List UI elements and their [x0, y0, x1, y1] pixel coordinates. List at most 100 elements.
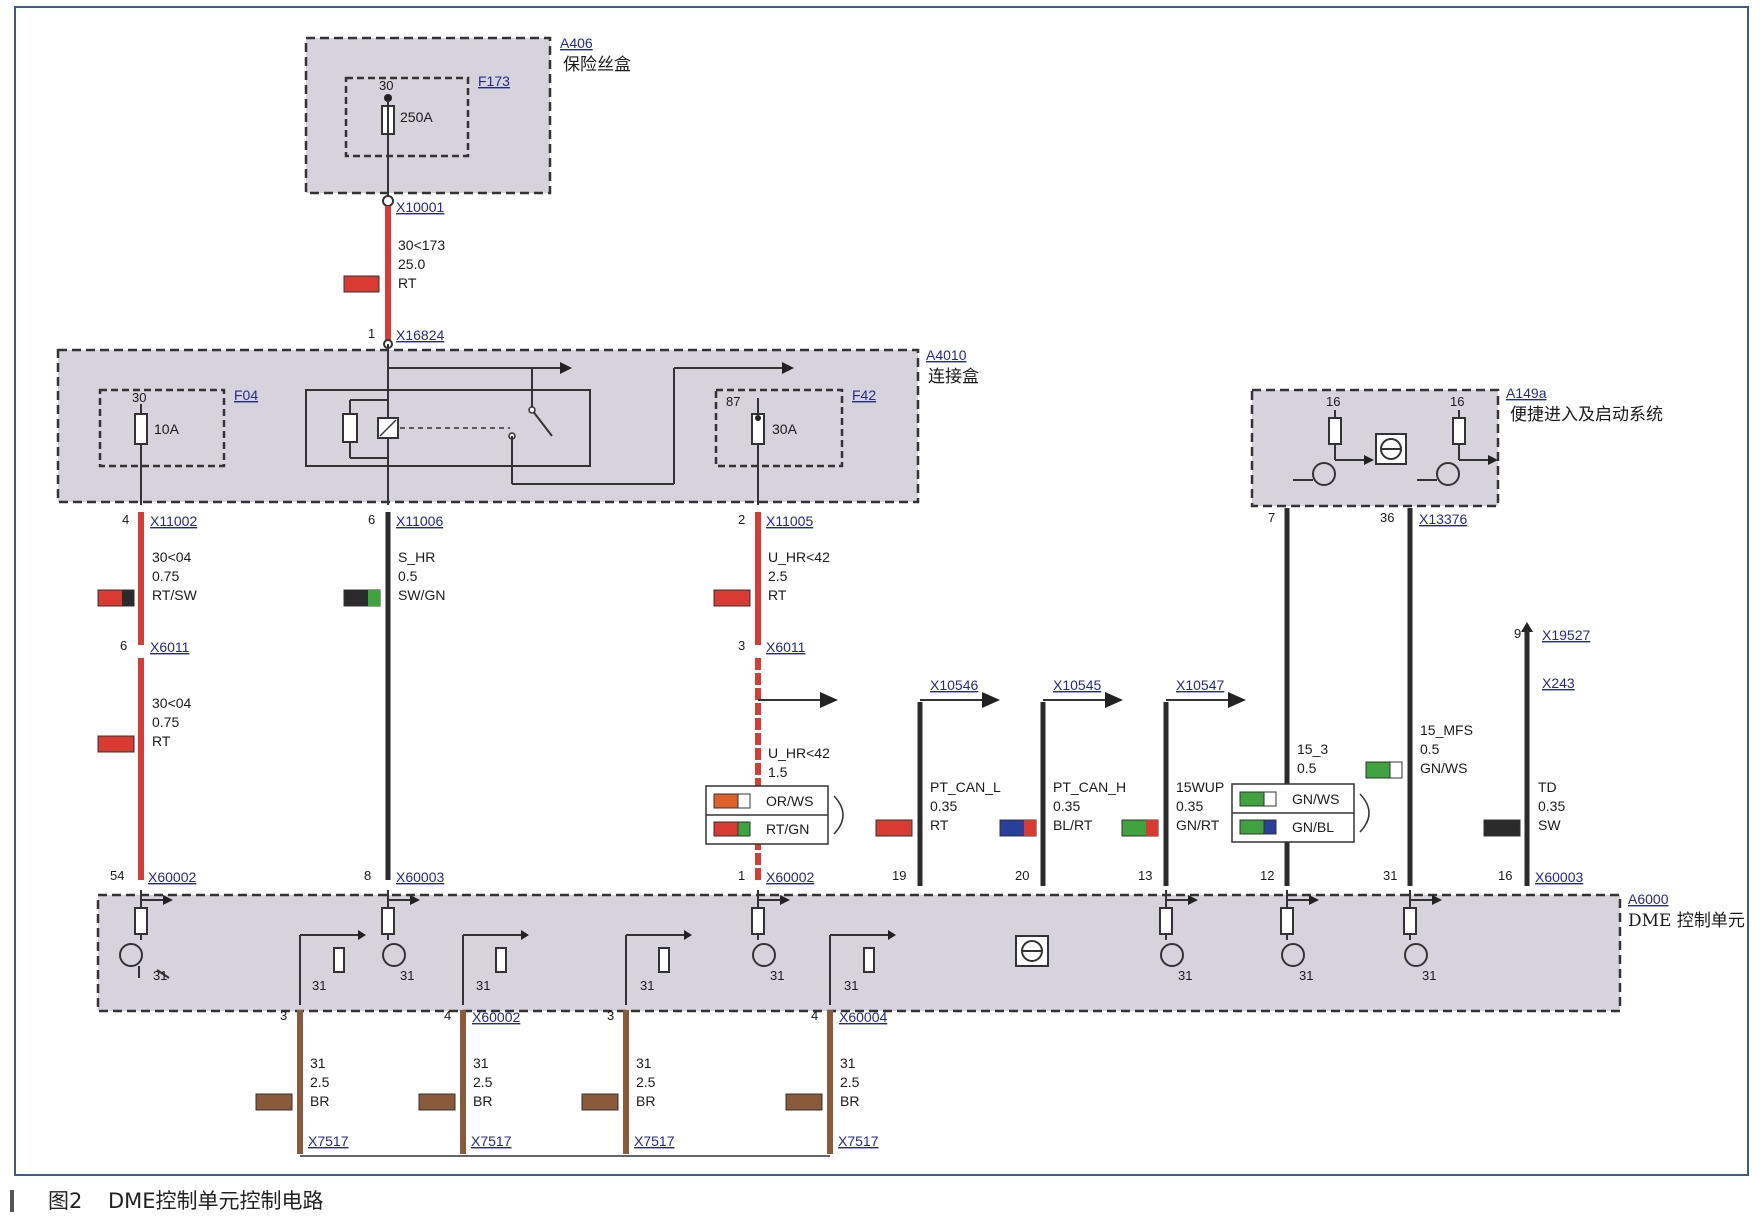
relay-box	[305, 389, 591, 467]
wire-3: 2 X11005 U_HR<42 2.5 RT 3 X6011 U_HR<42 …	[705, 512, 844, 885]
wire-3b-pin-top: 3	[738, 638, 745, 653]
wire-9-conn-mid: X243	[1542, 675, 1575, 691]
wire-2-size: 0.5	[398, 568, 418, 584]
wire-1b-conn-top: X6011	[150, 639, 190, 655]
wire-9-swatch	[1483, 819, 1521, 837]
wire-9-size: 0.35	[1538, 798, 1565, 814]
ground-label: 31	[1299, 968, 1313, 983]
ground-2-circuit: 31	[473, 1055, 489, 1071]
ground-label: 31	[1178, 968, 1192, 983]
module-a406: A406 保险丝盒 F173 30 250A	[304, 35, 631, 200]
fuse-f42-id: F42	[852, 387, 876, 403]
dme-ground-labels: 31 31 31 31 31 31 31 31 31 31	[153, 968, 1436, 993]
wire-2-pin-top: 6	[368, 512, 375, 527]
wire-8-conn-top: X13376	[1419, 511, 1467, 527]
fuse-f173-rating: 250A	[400, 109, 433, 125]
module-a6000: A6000 DME 控制单元	[96, 891, 1745, 1013]
wire-1a-size: 0.75	[152, 568, 179, 584]
module-a149a-name: 便捷进入及启动系统	[1510, 405, 1663, 425]
wire-2-pin-bottom: 8	[364, 868, 371, 883]
wire-6-pin-bottom: 13	[1138, 868, 1152, 883]
wire-1b-swatch	[97, 735, 135, 753]
wire-main-circuit: 30<173	[398, 237, 445, 253]
module-a4010-name: 连接盒	[928, 367, 979, 387]
wire-4-size: 0.35	[930, 798, 957, 814]
ground-4-size: 2.5	[840, 1074, 860, 1090]
wire-4-swatch	[875, 819, 913, 837]
ground-3-pin: 3	[607, 1008, 614, 1023]
caption-number: 图2	[48, 1189, 82, 1213]
ground-4-color: BR	[840, 1093, 859, 1109]
wire-3a-size: 2.5	[768, 568, 788, 584]
wire-4-conn-top: X10546	[930, 677, 978, 693]
ground-4-pin: 4	[811, 1008, 818, 1023]
wire-4: X10546 PT_CAN_L 0.35 RT 19	[875, 677, 1001, 886]
ground-1-color: BR	[310, 1093, 329, 1109]
ground-label: 31	[312, 978, 326, 993]
wire-2-conn-bottom: X60003	[396, 869, 444, 885]
module-a6000-id: A6000	[1628, 891, 1669, 907]
wire-9-color: SW	[1538, 817, 1561, 833]
wire-4-color: RT	[930, 817, 949, 833]
wire-7-color-a: GN/WS	[1292, 791, 1339, 807]
wire-2: 6 X11006 S_HR 0.5 SW/GN 8 X60003	[343, 512, 445, 885]
wire-9-pin-top: 9	[1514, 626, 1521, 641]
ground-2-color: BR	[473, 1093, 492, 1109]
wire-1a-circuit: 30<04	[152, 549, 192, 565]
fuse-f04-pin: 30	[132, 390, 146, 405]
ground-wire-2: 4 X60002 31 2.5 BR X7517	[418, 930, 529, 1154]
ground-4-conn: X60004	[839, 1009, 887, 1025]
ground-1-circuit: 31	[310, 1055, 326, 1071]
wire-3b-color-a: OR/WS	[766, 793, 813, 809]
fuse-f04-icon	[134, 413, 148, 445]
ground-label: 31	[400, 968, 414, 983]
wire-5-circuit: PT_CAN_H	[1053, 779, 1126, 795]
wire-7-color-b: GN/BL	[1292, 819, 1334, 835]
dme-internals	[119, 890, 1442, 979]
wire-7-pin-top: 7	[1268, 510, 1275, 525]
wire-1a-color: RT/SW	[152, 587, 198, 603]
wire-2-color: SW/GN	[398, 587, 445, 603]
wire-3b-conn-bottom: X60002	[766, 869, 814, 885]
ground-label: 31	[1422, 968, 1436, 983]
fuse-f04-rating: 10A	[154, 421, 180, 437]
ground-3-swatch	[581, 1093, 619, 1111]
wire-main-to: X16824	[396, 327, 444, 343]
wire-8-circuit: 15_MFS	[1420, 722, 1473, 738]
wire-7-pin-bottom: 12	[1260, 868, 1274, 883]
wire-2-conn-top: X11006	[396, 513, 443, 529]
figure-caption: 图2 DME控制单元控制电路	[10, 1189, 324, 1213]
ground-3-end: X7517	[634, 1133, 675, 1149]
wire-main-size: 25.0	[398, 256, 425, 272]
wire-main: X10001 30<173 25.0 RT 1 X16824	[343, 195, 445, 349]
wire-main-pin: 1	[368, 326, 375, 341]
wire-3b-conn-top: X6011	[766, 639, 806, 655]
ground-4-circuit: 31	[840, 1055, 856, 1071]
wire-5-color: BL/RT	[1053, 817, 1093, 833]
ground-wire-4: 4 X60004 31 2.5 BR X7517	[785, 930, 896, 1154]
wire-3a-pin-top: 2	[738, 512, 745, 527]
ground-1-end: X7517	[308, 1133, 349, 1149]
fuse-f42-pin: 87	[726, 394, 740, 409]
ground-3-color: BR	[636, 1093, 655, 1109]
ground-label: 31	[476, 978, 490, 993]
transistor-icon	[1436, 462, 1460, 486]
wire-1: 4 X11002 30<04 0.75 RT/SW 6 X6011 30<04 …	[97, 512, 198, 885]
wire-5-pin-bottom: 20	[1015, 868, 1029, 883]
transistor-icon	[1312, 462, 1336, 486]
wire-main-color: RT	[398, 275, 417, 291]
a149a-pin-right: 16	[1450, 394, 1464, 409]
wire-9: 9 X19527 X243 TD 0.35 SW 16 X60003	[1483, 622, 1590, 886]
wire-6-circuit: 15WUP	[1176, 779, 1224, 795]
wire-7: 7 15_3 0.5 GN/WS GN/BL 12	[1231, 508, 1370, 886]
wire-9-conn-bottom: X60003	[1535, 869, 1583, 885]
ground-4-end: X7517	[838, 1133, 879, 1149]
fuse-f04-id: F04	[234, 387, 258, 403]
wire-8-pin-bottom: 31	[1383, 868, 1397, 883]
wire-3a-color: RT	[768, 587, 787, 603]
relay-resistor-icon	[342, 413, 358, 443]
module-a406-id: A406	[560, 35, 593, 51]
ground-1-pin: 3	[280, 1008, 287, 1023]
ground-label: 31	[770, 968, 784, 983]
